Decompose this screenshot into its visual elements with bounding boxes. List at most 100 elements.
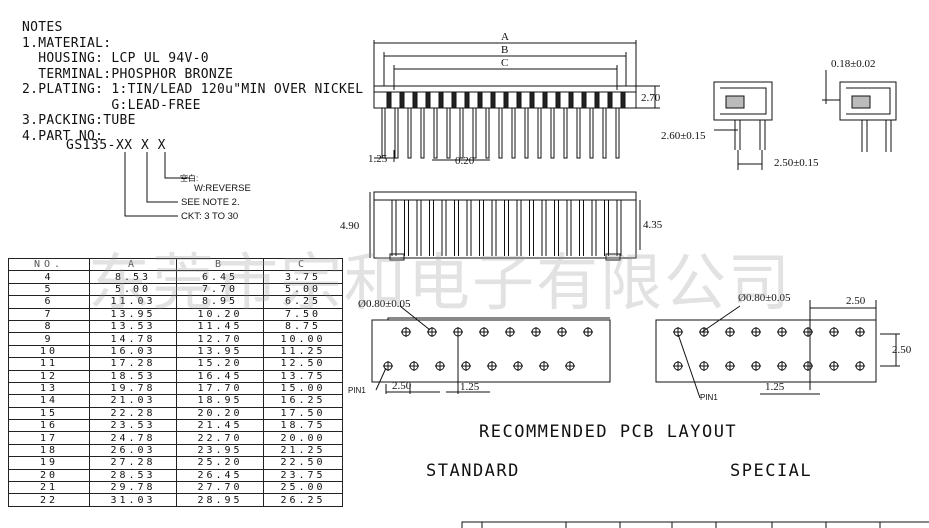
cell-no: 20 — [8, 468, 90, 483]
contact-slot — [386, 91, 392, 109]
pin — [563, 107, 568, 159]
lead-spacing-label: 2.50±0.15 — [774, 157, 819, 169]
spec-pitch-label: 1.25 — [765, 381, 785, 393]
top-view-pins — [391, 200, 622, 256]
cell-no: 12 — [8, 369, 90, 383]
cell-a: 19.78 — [89, 381, 177, 396]
cell-no: 6 — [8, 295, 90, 309]
cell-c: 22.50 — [263, 456, 343, 470]
pin — [394, 107, 399, 159]
contact-slot — [581, 91, 587, 109]
cell-no: 21 — [8, 481, 90, 495]
cell-no: 9 — [8, 332, 90, 346]
callout-see-note: SEE NOTE 2. — [181, 197, 240, 208]
note-line: 3.PACKING:TUBE — [22, 113, 136, 128]
note-line: G:LEAD-FREE — [22, 97, 201, 113]
note-line: HOUSING: LCP UL 94V-0 — [22, 51, 209, 66]
cell-a: 23.53 — [89, 419, 177, 433]
cell-a: 13.53 — [89, 319, 177, 334]
cell-c: 20.00 — [263, 431, 343, 445]
cell-c: 12.50 — [263, 357, 343, 371]
pin — [498, 107, 503, 159]
contact-slot — [568, 91, 574, 109]
cell-no: 19 — [8, 456, 90, 470]
pin — [550, 107, 555, 159]
note-leader — [146, 152, 178, 203]
pcb-standard-holes — [383, 327, 593, 371]
top-view-body — [373, 191, 637, 259]
cell-no: 22 — [8, 493, 90, 507]
notes-block: NOTES 1.MATERIAL: HOUSING: LCP UL 94V-0 … — [22, 20, 363, 144]
cell-c: 18.75 — [263, 419, 343, 433]
cell-a: 26.03 — [89, 443, 177, 458]
pin — [472, 107, 477, 159]
cell-b: 20.20 — [176, 406, 264, 421]
cell-c: 15.00 — [263, 381, 343, 396]
cell-b: 15.20 — [176, 357, 264, 371]
cell-c: 10.00 — [263, 332, 343, 346]
pitch-label: 1.25 — [368, 153, 388, 165]
cell-b: 12.70 — [176, 332, 264, 346]
cell-b: 17.70 — [176, 381, 264, 396]
contact-slot — [438, 91, 444, 109]
pin — [576, 107, 581, 159]
pin — [420, 107, 425, 159]
spec-right-label: 2.50 — [892, 344, 912, 356]
cell-a: 16.03 — [89, 344, 177, 359]
ckt-leader — [124, 152, 178, 217]
cell-b: 16.45 — [176, 369, 264, 383]
cell-b: 21.45 — [176, 419, 264, 433]
cell-c: 23.75 — [263, 468, 343, 483]
cell-b: 22.70 — [176, 431, 264, 445]
cell-no: 5 — [8, 282, 90, 297]
contact-slot — [425, 91, 431, 109]
cell-b: 25.20 — [176, 456, 264, 470]
company-watermark: 东莞市宗和电子有限公司 — [88, 246, 793, 319]
cell-no: 18 — [8, 443, 90, 458]
dim-b-label: B — [501, 44, 509, 56]
cell-no: 7 — [8, 307, 90, 321]
contact-slot — [503, 91, 509, 109]
cell-no: 10 — [8, 344, 90, 359]
note-line: 2.PLATING: 1:TIN/LEAD 120u"MIN OVER NICK… — [22, 82, 364, 97]
cell-a: 28.53 — [89, 468, 177, 483]
contact-slot — [607, 91, 613, 109]
thickness-label: 0.18±0.02 — [831, 58, 876, 70]
pin-width-label: 0.20 — [455, 155, 475, 167]
side-view-b — [839, 81, 897, 121]
lead-height-label: 2.60±0.15 — [661, 130, 706, 142]
cell-b: 18.95 — [176, 394, 264, 408]
cell-no: 16 — [8, 419, 90, 433]
contact-slot — [451, 91, 457, 109]
cell-a: 22.28 — [89, 406, 177, 421]
pin — [524, 107, 529, 159]
pin — [537, 107, 542, 159]
pcb-standard-outline — [371, 319, 611, 383]
cell-c: 26.25 — [263, 493, 343, 507]
contact-slot — [490, 91, 496, 109]
contact-slot — [620, 91, 626, 109]
top-left-height-label: 4.90 — [340, 220, 360, 232]
cell-c: 13.75 — [263, 369, 343, 383]
cell-b: 28.95 — [176, 493, 264, 507]
cell-b: 23.95 — [176, 443, 264, 458]
spec-top-label: 2.50 — [846, 295, 866, 307]
pcb-layout-title: RECOMMENDED PCB LAYOUT — [479, 422, 738, 442]
height-label: 2.70 — [641, 92, 661, 104]
cell-a: 14.78 — [89, 332, 177, 346]
cell-a: 17.28 — [89, 357, 177, 371]
pitch-std-label: 1.25 — [460, 381, 480, 393]
top-right-height-label: 4.35 — [643, 219, 663, 231]
cell-c: 21.25 — [263, 443, 343, 458]
